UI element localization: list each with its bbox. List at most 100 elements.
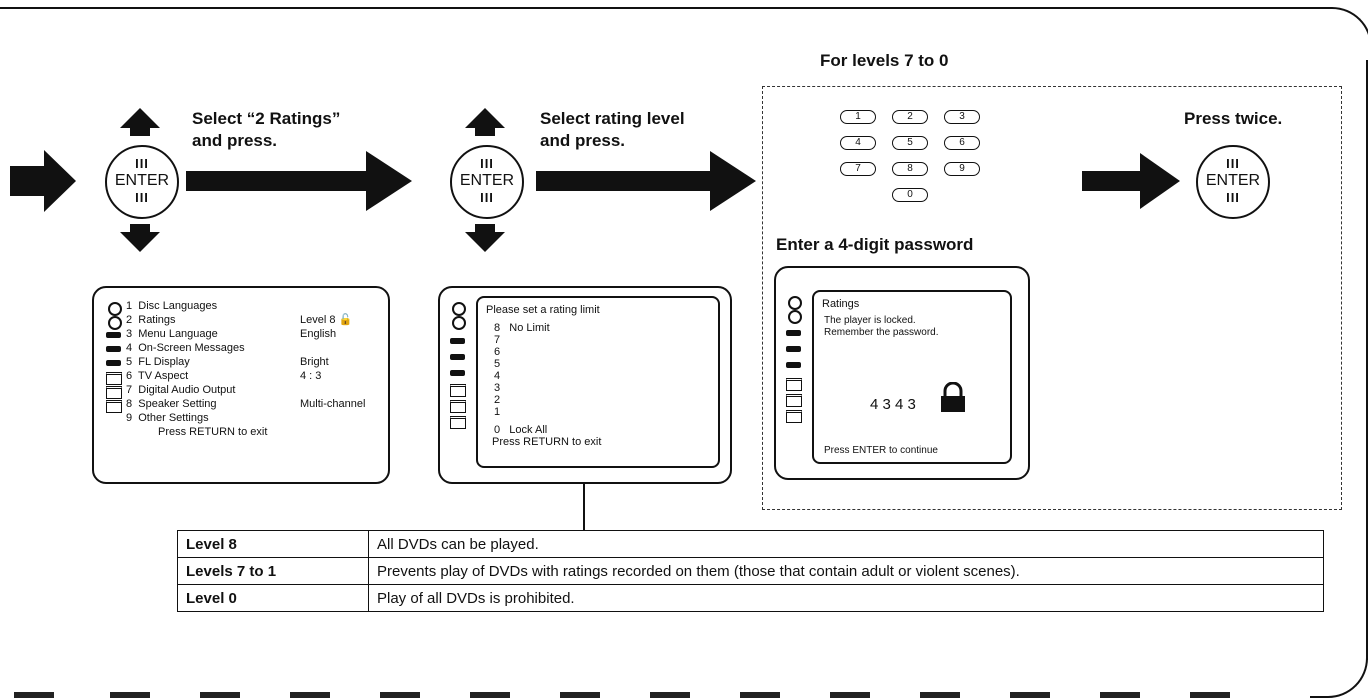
bottom-dash xyxy=(200,692,240,698)
password-popup-line2: Remember the password. xyxy=(824,327,939,338)
step1-instruction: Select “2 Ratings” and press. xyxy=(192,108,340,152)
enter-marks-top: III xyxy=(135,156,149,171)
enter-marks-bottom: III xyxy=(480,190,494,205)
password-value: 4 3 4 3 xyxy=(870,396,916,413)
menu-item-num: 5 xyxy=(126,356,133,368)
menu-item-label: Digital Audio Output xyxy=(138,384,236,396)
flow-arrow-4 xyxy=(1082,153,1180,209)
down-arrow-2 xyxy=(465,224,505,252)
key-1[interactable]: 1 xyxy=(840,110,876,124)
page-frame-right xyxy=(1366,60,1368,660)
enter-marks-top: III xyxy=(1226,156,1240,171)
menu-item[interactable]: 7 Digital Audio Output xyxy=(126,384,235,397)
password-popup: Ratings The player is locked. Remember t… xyxy=(812,290,1012,464)
rating-option[interactable]: 8 No Limit xyxy=(494,322,550,335)
flow-arrow-3 xyxy=(536,151,756,211)
key-3[interactable]: 3 xyxy=(944,110,980,124)
menu-item[interactable]: 6 TV Aspect xyxy=(126,370,188,383)
flow-arrows xyxy=(10,108,1180,252)
key-8[interactable]: 8 xyxy=(892,162,928,176)
key-4[interactable]: 4 xyxy=(840,136,876,150)
disc-icon xyxy=(788,310,802,324)
menu-item[interactable]: 9 Other Settings xyxy=(126,412,209,425)
speaker-icon xyxy=(450,384,466,397)
menu-item-label: Speaker Setting xyxy=(138,398,217,410)
step2-line1: Select rating level xyxy=(540,109,685,128)
key-5[interactable]: 5 xyxy=(892,136,928,150)
description-cell: Play of all DVDs is prohibited. xyxy=(368,584,1324,612)
menu-item-value: Level 8 🔓 xyxy=(300,314,352,327)
enter-label: ENTER xyxy=(1205,172,1261,189)
speaker-icon xyxy=(106,400,122,413)
key-6[interactable]: 6 xyxy=(944,136,980,150)
rating-label: Lock All xyxy=(509,424,548,436)
bottom-dash xyxy=(110,692,150,698)
rating-option[interactable]: 3 xyxy=(494,382,501,394)
bottom-dash xyxy=(1010,692,1050,698)
enter-button-3[interactable]: III ENTER III xyxy=(1196,145,1270,219)
bottom-dash xyxy=(14,692,54,698)
key-9[interactable]: 9 xyxy=(944,162,980,176)
menu-item-label: Other Settings xyxy=(138,412,209,424)
table-row: Levels 7 to 1 Prevents play of DVDs with… xyxy=(177,557,1324,585)
display-icon xyxy=(106,332,121,338)
enter-button-2[interactable]: III ENTER III xyxy=(450,145,524,219)
menu-item-label: FL Display xyxy=(138,356,190,368)
password-popup-title: Ratings xyxy=(822,298,860,310)
rating-option[interactable]: 1 xyxy=(494,406,501,418)
rating-option[interactable]: 5 xyxy=(494,358,501,370)
up-arrow-2 xyxy=(465,108,505,136)
menu-item[interactable]: 8 Speaker Setting xyxy=(126,398,217,411)
menu-item-label: On-Screen Messages xyxy=(138,342,245,354)
bottom-dash xyxy=(1100,692,1140,698)
levels-7-to-0-region xyxy=(762,86,1342,510)
key-2[interactable]: 2 xyxy=(892,110,928,124)
display-icon xyxy=(450,354,465,360)
flow-arrow-1 xyxy=(10,150,76,212)
page-frame-corner-bottom xyxy=(1310,640,1368,698)
menu-item-label: Ratings xyxy=(138,314,176,326)
rating-option[interactable]: 0 Lock All xyxy=(494,424,547,437)
speaker-icon xyxy=(106,372,122,385)
speaker-icon xyxy=(450,416,466,429)
password-screen: Ratings The player is locked. Remember t… xyxy=(774,266,1030,480)
rating-option[interactable]: 7 xyxy=(494,334,501,346)
speaker-icon xyxy=(786,410,802,423)
disc-icon xyxy=(788,296,802,310)
key-7[interactable]: 7 xyxy=(840,162,876,176)
menu-item[interactable]: 2 Ratings xyxy=(126,314,176,327)
key-0[interactable]: 0 xyxy=(892,188,928,202)
menu-item-num: 7 xyxy=(126,384,133,396)
menu-item-label: Menu Language xyxy=(138,328,218,340)
display-icon xyxy=(450,338,465,344)
bottom-dash xyxy=(1190,692,1230,698)
ratings-level-value: Level 8 xyxy=(300,314,336,326)
menu-item[interactable]: 5 FL Display xyxy=(126,356,190,369)
speaker-icon xyxy=(106,386,122,399)
rating-label: No Limit xyxy=(509,322,550,334)
menu-item[interactable]: 1 Disc Languages xyxy=(126,300,217,313)
enter-button-1[interactable]: III ENTER III xyxy=(105,145,179,219)
rating-option[interactable]: 6 xyxy=(494,346,501,358)
password-popup-footer: Press ENTER to continue xyxy=(824,445,938,456)
menu-item-num: 8 xyxy=(126,398,133,410)
rating-limit-screen: Please set a rating limit 8 No Limit 7 6… xyxy=(438,286,732,484)
enter-marks-bottom: III xyxy=(135,190,149,205)
menu-item[interactable]: 3 Menu Language xyxy=(126,328,218,341)
display-icon xyxy=(106,346,121,352)
speaker-icon xyxy=(786,394,802,407)
display-icon xyxy=(786,346,801,352)
setup-menu-screen: 1 Disc Languages 2 Ratings 3 Menu Langua… xyxy=(92,286,390,484)
menu-item-num: 6 xyxy=(126,370,133,382)
menu-item[interactable]: 4 On-Screen Messages xyxy=(126,342,245,355)
disc-icon xyxy=(108,302,122,316)
rating-option[interactable]: 4 xyxy=(494,370,501,382)
display-icon xyxy=(450,370,465,376)
connector-line xyxy=(583,482,585,530)
page-frame-top xyxy=(0,7,1330,9)
menu-item-num: 2 xyxy=(126,314,133,326)
disc-icon xyxy=(108,316,122,330)
step1-line2: and press. xyxy=(192,131,278,150)
rating-option[interactable]: 2 xyxy=(494,394,501,406)
disc-icon xyxy=(452,316,466,330)
